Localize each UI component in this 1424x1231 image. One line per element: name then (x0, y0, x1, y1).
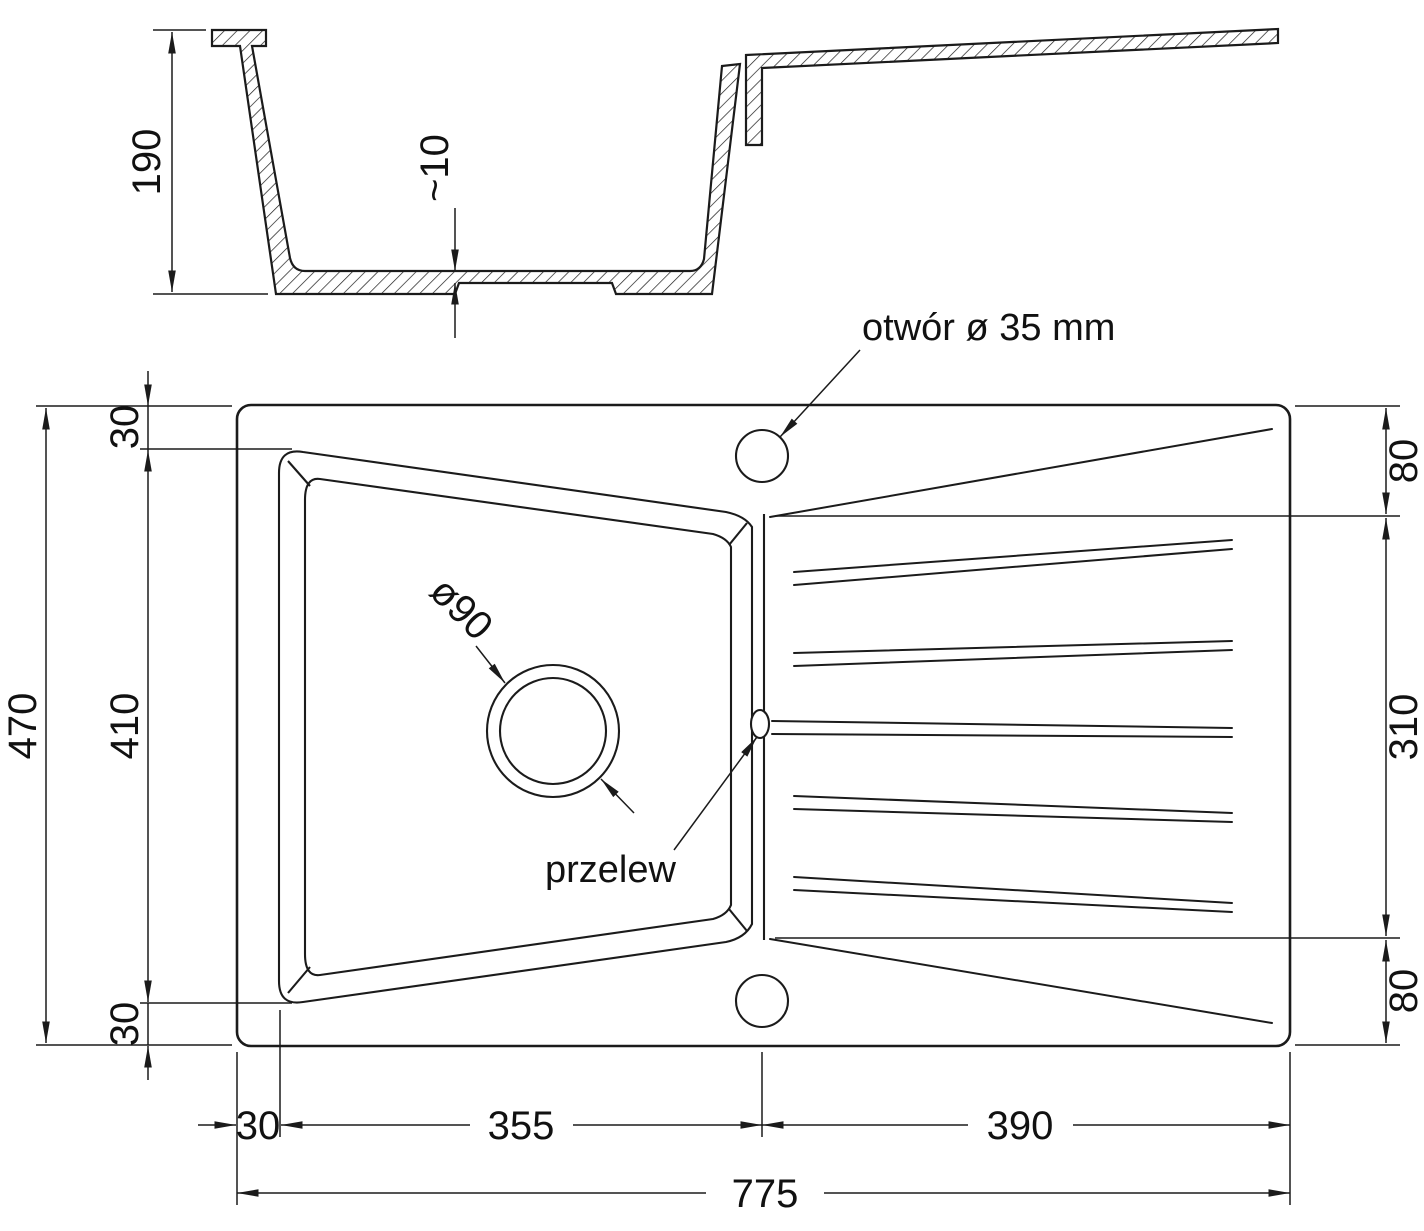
dim-label-bowl-length: 355 (488, 1104, 555, 1148)
dimension-bottom-thickness: ~10 (413, 134, 459, 338)
dimensions-left: 470 30 410 30 (1, 371, 292, 1080)
dim-label-bottom-margin: 30 (103, 1002, 147, 1047)
tap-hole (734, 428, 790, 484)
bowl-corner-seams (287, 460, 748, 994)
dim-label-drainer-width: 310 (1382, 694, 1424, 761)
dim-label-drainer-top-margin: 80 (1382, 439, 1424, 484)
drain-hole-inner (498, 676, 608, 786)
dim-label-bowl-width: 410 (103, 693, 147, 760)
tap-hole-label: otwór ø 35 mm (862, 307, 1115, 349)
dim-label-bottom-thickness: ~10 (413, 134, 457, 202)
dimensions-bottom: 30 355 390 775 (198, 1010, 1291, 1216)
second-tap-hole (734, 973, 790, 1029)
section-drainer-profile (744, 27, 1280, 147)
drainer-grooves (769, 428, 1273, 1024)
dim-label-top-margin: 30 (103, 405, 147, 450)
dim-label-drainer-length: 390 (987, 1104, 1054, 1148)
bowl-inner-contour (303, 477, 733, 977)
dim-label-overall-length: 775 (732, 1172, 799, 1216)
dim-label-overall-width: 470 (1, 693, 45, 760)
section-bowl-profile (210, 28, 742, 296)
overflow-notch (749, 708, 771, 740)
overflow-label: przelew (545, 849, 676, 891)
dim-label-drainer-bottom-margin: 80 (1382, 969, 1424, 1014)
dimensions-right: 80 310 80 (775, 405, 1424, 1046)
plan-view: otwór ø 35 mm ø90 przelew (235, 307, 1292, 1048)
annotation-overflow: przelew (545, 736, 758, 891)
section-view: 190 ~10 (125, 27, 1280, 338)
dimension-depth: 190 (125, 29, 268, 295)
drain-hole-outer (485, 663, 621, 799)
bowl-outer-contour (277, 450, 754, 1004)
dim-label-left-margin: 30 (236, 1104, 281, 1148)
annotation-tap-hole: otwór ø 35 mm (779, 307, 1115, 438)
dim-label-depth: 190 (125, 129, 169, 196)
